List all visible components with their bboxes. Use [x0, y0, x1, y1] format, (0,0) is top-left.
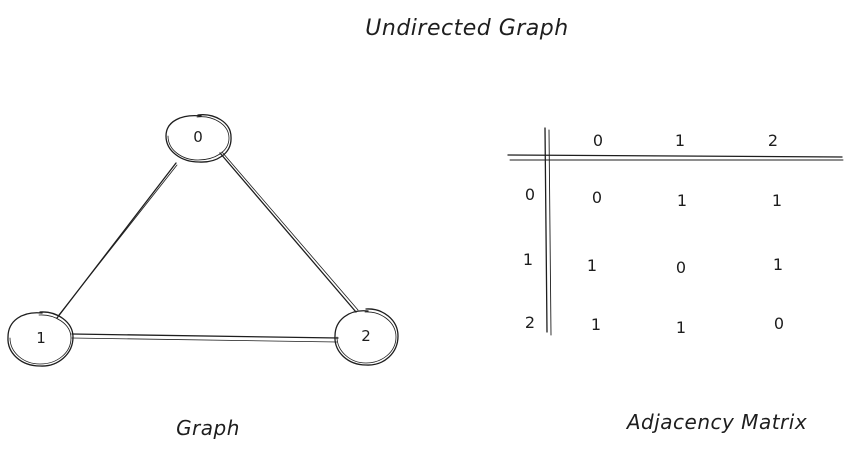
matrix-col-header-1: 1 — [675, 131, 685, 150]
graph-group: 0 1 2 Graph — [7, 114, 399, 440]
matrix-cell-0-0: 0 — [592, 188, 602, 207]
matrix-cell-1-0: 1 — [587, 256, 597, 275]
graph-node-2[interactable]: 2 — [334, 308, 399, 366]
matrix-cell-2-2: 0 — [774, 314, 784, 333]
edge-1-2 — [71, 333, 339, 343]
graph-node-0[interactable]: 0 — [165, 114, 232, 163]
node-label-1: 1 — [36, 329, 46, 347]
matrix-col-header-2: 2 — [768, 131, 778, 150]
matrix-horizontal-divider — [507, 154, 843, 158]
edge-0-1 — [56, 162, 178, 319]
matrix-row-header-2: 2 — [525, 313, 535, 332]
graph-node-1[interactable]: 1 — [7, 311, 74, 367]
matrix-vertical-divider — [544, 127, 548, 333]
matrix-cell-2-0: 1 — [591, 315, 601, 334]
graph-caption: Graph — [176, 416, 240, 440]
matrix-cell-0-2: 1 — [772, 191, 782, 210]
matrix-col-header-0: 0 — [593, 131, 603, 150]
matrix-caption: Adjacency Matrix — [625, 410, 807, 434]
node-label-0: 0 — [193, 128, 203, 146]
diagram-title: Undirected Graph — [365, 16, 568, 41]
matrix-row-header-0: 0 — [525, 185, 535, 204]
matrix-cell-0-1: 1 — [677, 191, 687, 210]
matrix-cell-1-2: 1 — [773, 255, 783, 274]
adjacency-matrix: 0 1 2 0 1 2 0 1 1 1 0 1 1 1 0 Adjacency … — [507, 127, 844, 434]
matrix-cell-2-1: 1 — [676, 318, 686, 337]
edge-0-2 — [219, 151, 359, 313]
matrix-row-header-1: 1 — [523, 250, 533, 269]
node-label-2: 2 — [361, 327, 371, 345]
matrix-cell-1-1: 0 — [676, 258, 686, 277]
